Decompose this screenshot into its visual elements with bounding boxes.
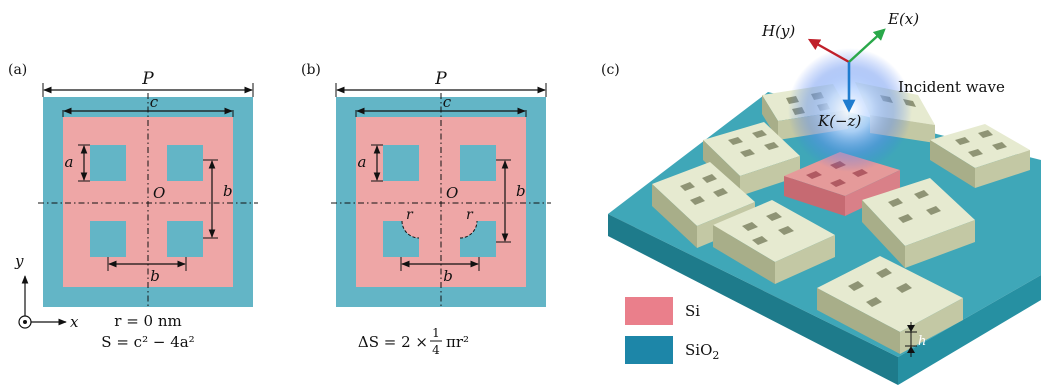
- delta-formula-suffix: πr²: [446, 333, 469, 351]
- hole-bottom-left: [90, 221, 126, 257]
- panel-b-label: (b): [301, 62, 321, 78]
- hole-bottom-right-notched: [460, 221, 496, 257]
- arc-dashed-right: [459, 220, 478, 239]
- hole-bottom-left-notched: [383, 221, 419, 257]
- radius-right-label: r: [466, 207, 474, 223]
- z-axis-dot-icon: [23, 320, 27, 324]
- k-vector-label: K(−z): [817, 112, 862, 130]
- legend-sio2-label: SiO2: [685, 341, 719, 362]
- dim-p-label: P: [434, 69, 447, 89]
- h-dim-arrow-bottom: [907, 346, 915, 353]
- legend-si-label: Si: [685, 302, 700, 320]
- legend-sio2-swatch: [625, 336, 673, 364]
- radius-left-label: r: [406, 207, 414, 223]
- hole-top-left: [90, 145, 126, 181]
- h-dim-arrow-top: [907, 325, 915, 332]
- legend-si-swatch: [625, 297, 673, 325]
- meta-atom-right-mid: [862, 178, 975, 268]
- panel-a-label: (a): [8, 62, 27, 78]
- dim-a-label: a: [358, 153, 367, 171]
- delta-formula-prefix: ΔS = 2 ×: [358, 333, 428, 351]
- dim-c-label: c: [443, 93, 452, 111]
- meta-atom-mid-right: [930, 124, 1030, 188]
- dim-b-vert-label: b: [516, 182, 526, 200]
- dim-b-horiz-label: b: [443, 267, 453, 285]
- h-dim-label: h: [918, 334, 926, 349]
- arc-dashed-left: [401, 220, 420, 239]
- panel-a: (a) P c a O b b: [8, 62, 258, 351]
- dim-b-horiz-label: b: [150, 267, 160, 285]
- dim-b-vert-label: b: [223, 182, 233, 200]
- hole-top-right: [460, 145, 496, 181]
- dim-a-label: a: [65, 153, 74, 171]
- dim-c-label: c: [150, 93, 159, 111]
- dim-p-label: P: [141, 69, 154, 89]
- substrate-slab-right: [898, 275, 1041, 385]
- x-axis-label: x: [70, 313, 79, 331]
- panel-b: (b) r r P c a O b: [301, 62, 551, 357]
- h-field-arrow: [807, 38, 850, 64]
- r-value-label: r = 0 nm: [114, 312, 181, 330]
- panel-c-label: (c): [601, 62, 620, 78]
- area-formula-label: S = c² − 4a²: [101, 333, 194, 351]
- h-field-label: H(y): [761, 22, 795, 40]
- fraction-denominator: 4: [432, 343, 440, 357]
- origin-label: O: [446, 184, 458, 202]
- incident-wave-label: Incident wave: [898, 78, 1005, 96]
- substrate-slab-front: [608, 214, 898, 385]
- hole-top-right: [167, 145, 203, 181]
- y-axis-label: y: [14, 252, 24, 270]
- panel-c: (c): [601, 10, 1041, 385]
- e-field-label: E(x): [887, 10, 919, 28]
- hole-top-left: [383, 145, 419, 181]
- hole-bottom-right: [167, 221, 203, 257]
- fraction-numerator: 1: [432, 326, 440, 340]
- meta-atom-mid-left: [703, 122, 800, 196]
- origin-label: O: [153, 184, 165, 202]
- meta-atom-front-right: [817, 256, 963, 354]
- e-field-arrow: [848, 28, 886, 63]
- meta-atom-front-center: [713, 200, 835, 284]
